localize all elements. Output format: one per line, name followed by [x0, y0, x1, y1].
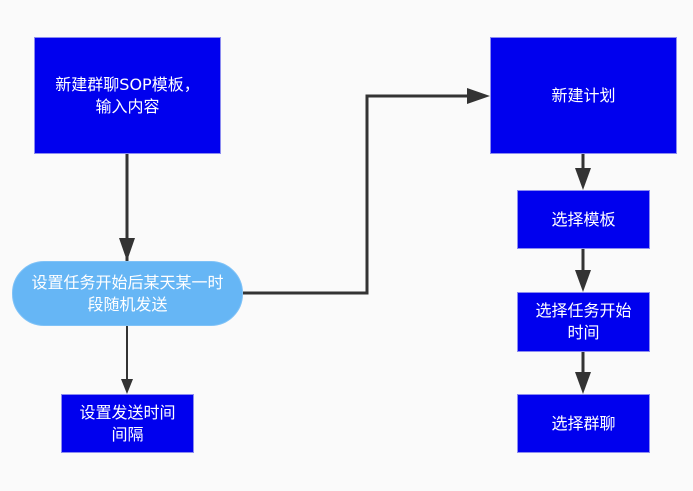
node-create-template[interactable]: 新建群聊SOP模板，输入内容 — [34, 37, 221, 154]
arrowhead-icon — [575, 168, 591, 190]
node-select-start-time[interactable]: 选择任务开始时间 — [517, 292, 650, 352]
node-set-interval[interactable]: 设置发送时间间隔 — [61, 394, 194, 453]
node-label: 选择任务开始时间 — [535, 301, 632, 342]
node-label: 设置发送时间间隔 — [79, 402, 176, 444]
node-select-template[interactable]: 选择模板 — [517, 190, 650, 249]
node-label: 新建群聊SOP模板，输入内容 — [55, 74, 200, 116]
node-label: 选择群聊 — [551, 413, 616, 433]
edge-random-send-to-create-plan — [243, 94, 472, 295]
arrowhead-icon — [467, 88, 490, 104]
arrowhead-icon — [119, 238, 135, 261]
node-create-plan[interactable]: 新建计划 — [490, 37, 677, 154]
node-label: 新建计划 — [551, 85, 616, 105]
arrowhead-icon — [575, 372, 591, 394]
node-set-random-send[interactable]: 设置任务开始后某天某一时段随机发送 — [12, 261, 243, 326]
node-label: 选择模板 — [551, 209, 616, 229]
arrowhead-icon — [575, 270, 591, 292]
arrowhead-icon — [121, 379, 133, 394]
node-label: 设置任务开始后某天某一时段随机发送 — [31, 272, 224, 314]
node-select-group[interactable]: 选择群聊 — [517, 394, 650, 453]
